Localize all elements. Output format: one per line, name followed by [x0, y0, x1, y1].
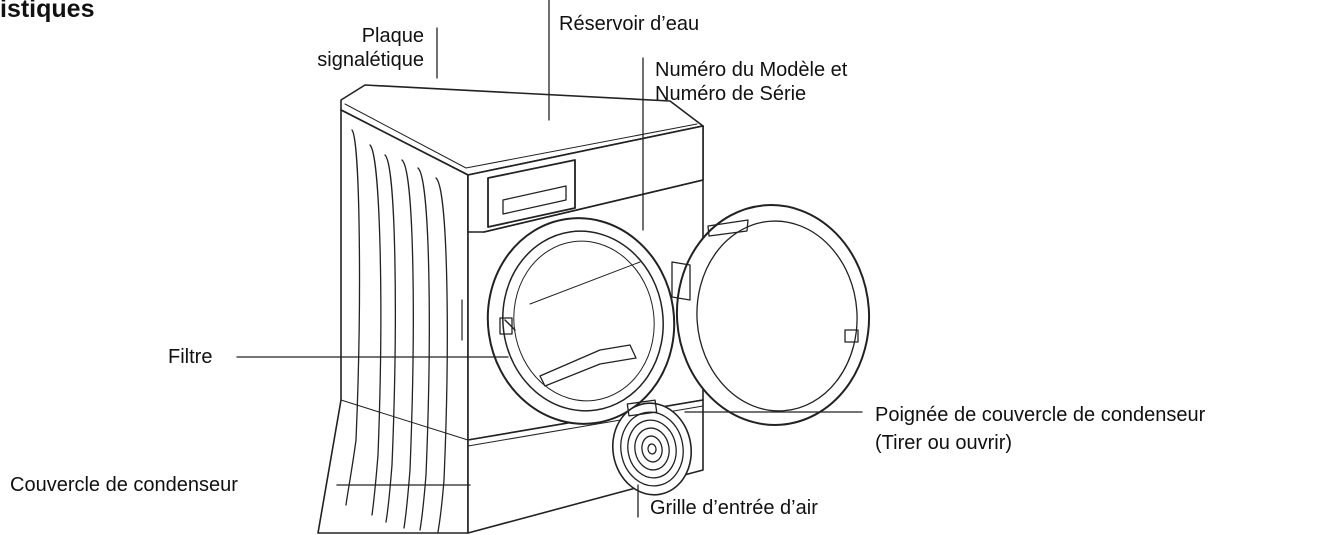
model-serial-label-line1: Numéro du Modèle et [655, 59, 848, 81]
section-heading: istiques [0, 0, 95, 23]
condenser-cover-label: Couvercle de condenseur [10, 474, 238, 496]
condenser-cover-handle-label-line2: (Tirer ou ouvrir) [875, 432, 1013, 454]
nameplate-label: Plaque signalétique [270, 24, 424, 72]
nameplate-label-line1: Plaque [361, 25, 424, 47]
door-opening [486, 217, 676, 425]
condenser-cover-handle-label: Poignée de couvercle de condenseur (Tire… [875, 403, 1205, 455]
model-serial-label: Numéro du Modèle et Numéro de Série [655, 58, 847, 106]
air-intake-grille-label: Grille d’entrée d’air [650, 497, 818, 519]
leader-lines [236, 0, 863, 518]
filter-label: Filtre [168, 346, 213, 368]
dryer-side-panel [317, 109, 469, 534]
air-intake-grille [611, 399, 693, 496]
open-door [671, 204, 871, 426]
water-tank-drawer [487, 159, 576, 228]
nameplate-label-line2: signalétique [317, 49, 424, 71]
model-serial-label-line2: Numéro de Série [655, 83, 807, 105]
water-tank-label: Réservoir d’eau [559, 13, 700, 35]
condenser-cover-handle-label-line1: Poignée de couvercle de condenseur [875, 404, 1206, 426]
